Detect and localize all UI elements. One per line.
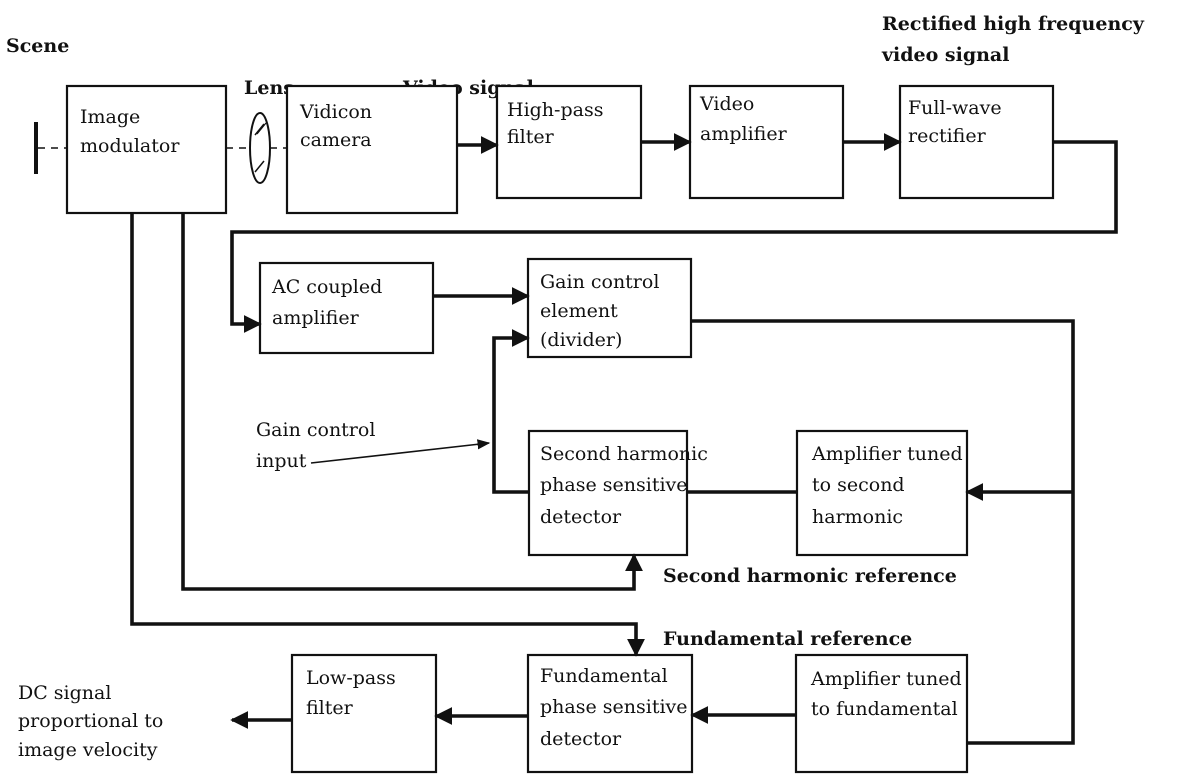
svg-text:to fundamental: to fundamental [811,698,958,720]
video-amplifier-block: Video amplifier [688,84,845,200]
amplifier-fundamental-block: Amplifier tuned to fundamental [794,653,969,774]
gain-control-input-pointer [310,439,491,464]
svg-text:Amplifier tuned: Amplifier tuned [810,668,962,690]
wire-gain-control-output [691,319,1075,745]
svg-text:phase sensitive: phase sensitive [540,696,688,718]
svg-text:Fundamental: Fundamental [540,665,668,687]
wire-detector-to-gain-control [492,329,530,494]
amplifier-second-harmonic-block: Amplifier tuned to second harmonic [795,429,969,557]
wire-second-harmonic-reference [181,213,643,591]
lens-icon [249,112,271,184]
second-harmonic-detector-block: Second harmonic phase sensitive detector [527,429,708,557]
svg-text:to second: to second [812,474,905,496]
svg-text:Image: Image [80,106,140,128]
full-wave-rectifier-block: Full-wave rectifier [898,84,1055,200]
svg-text:detector: detector [540,506,622,528]
svg-text:element: element [540,300,618,322]
wire-fundamental-reference [130,213,645,657]
gain-control-input-label-line1: Gain control [256,419,375,441]
image-modulator-block: Image modulator [65,84,228,215]
second-harmonic-reference-label: Second harmonic reference [663,565,957,587]
dc-signal-label-line1: DC signal [18,682,111,704]
svg-text:Gain control: Gain control [540,271,659,293]
dc-signal-label-line3: image velocity [18,739,158,761]
svg-text:High-pass: High-pass [507,99,603,121]
dc-signal-label-line2: proportional to [18,710,163,732]
svg-text:Video: Video [699,93,754,115]
gain-control-input-label-line2: input [256,450,307,472]
svg-text:AC coupled: AC coupled [271,276,382,298]
svg-text:filter: filter [306,697,354,719]
wire-rectifier-to-ac-amplifier [230,140,1118,333]
svg-text:(divider): (divider) [540,329,622,351]
svg-text:camera: camera [300,129,372,151]
svg-text:Full-wave: Full-wave [908,97,1002,119]
svg-text:amplifier: amplifier [272,307,360,329]
low-pass-filter-block: Low-pass filter [290,653,438,774]
fundamental-detector-block: Fundamental phase sensitive detector [526,653,694,774]
fundamental-reference-label: Fundamental reference [663,628,912,650]
scene-label: Scene [6,35,69,57]
gain-control-element-block: Gain control element (divider) [526,257,693,359]
high-pass-filter-block: High-pass filter [495,84,643,200]
svg-text:amplifier: amplifier [700,123,788,145]
lens-label: Lens [244,77,294,99]
svg-text:phase sensitive: phase sensitive [540,474,688,496]
svg-text:Second harmonic: Second harmonic [540,443,708,465]
ac-coupled-amplifier-block: AC coupled amplifier [258,261,435,355]
vidicon-camera-block: Vidicon camera [285,84,459,215]
svg-text:rectifier: rectifier [908,125,987,147]
rectified-label-line2: video signal [881,44,1009,66]
svg-text:modulator: modulator [80,135,180,157]
svg-text:Amplifier tuned: Amplifier tuned [811,443,963,465]
svg-text:detector: detector [540,728,622,750]
svg-text:Vidicon: Vidicon [299,101,372,123]
svg-text:harmonic: harmonic [812,506,903,528]
svg-text:Low-pass: Low-pass [306,667,396,689]
svg-text:filter: filter [507,126,555,148]
rectified-label-line1: Rectified high frequency [882,13,1145,35]
